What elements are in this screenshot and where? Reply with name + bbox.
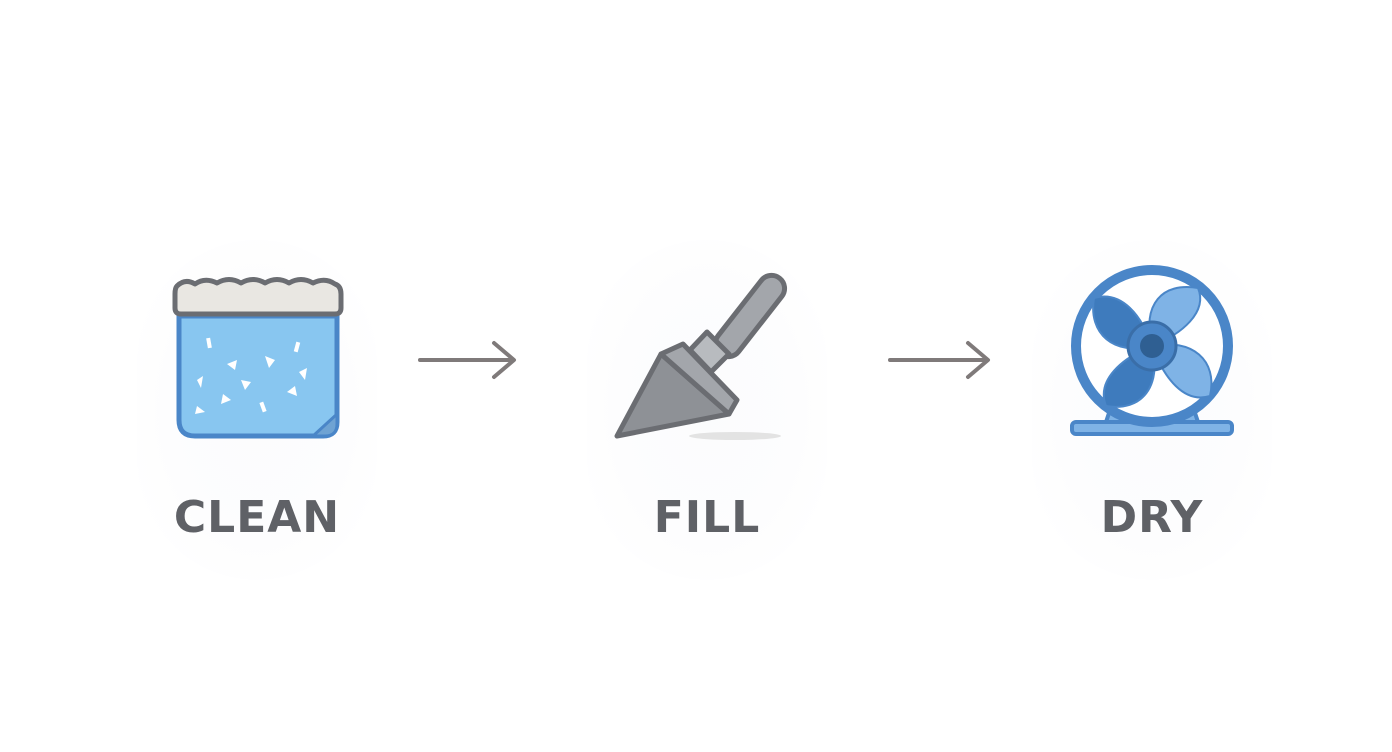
water-container-icon	[137, 264, 377, 444]
trowel-icon	[587, 264, 827, 444]
step-label: CLEAN	[173, 492, 341, 543]
step-label: FILL	[653, 492, 761, 543]
step-fill: FILL	[587, 240, 827, 580]
step-clean: CLEAN	[137, 240, 377, 580]
right-arrow-icon	[412, 335, 522, 385]
step-dry: DRY	[1032, 240, 1272, 580]
step-label: DRY	[1100, 492, 1204, 543]
right-arrow-icon	[882, 335, 992, 385]
fan-icon	[1032, 264, 1272, 444]
